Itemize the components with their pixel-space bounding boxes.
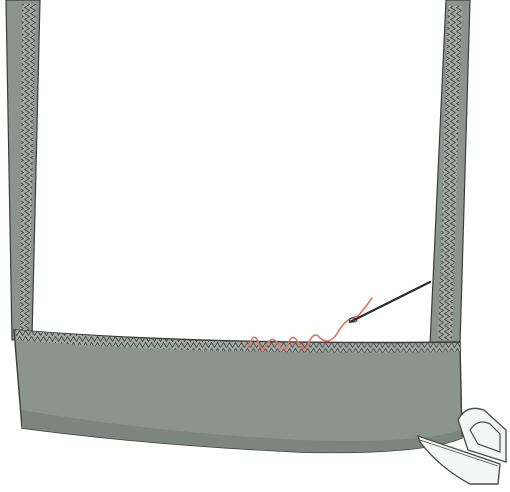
hem-stitch-thread <box>247 297 373 350</box>
folded-hem <box>13 329 463 454</box>
left-garment-edge <box>5 0 41 341</box>
needle-icon <box>348 280 432 324</box>
iron-icon <box>416 407 507 485</box>
right-garment-edge <box>429 0 471 346</box>
